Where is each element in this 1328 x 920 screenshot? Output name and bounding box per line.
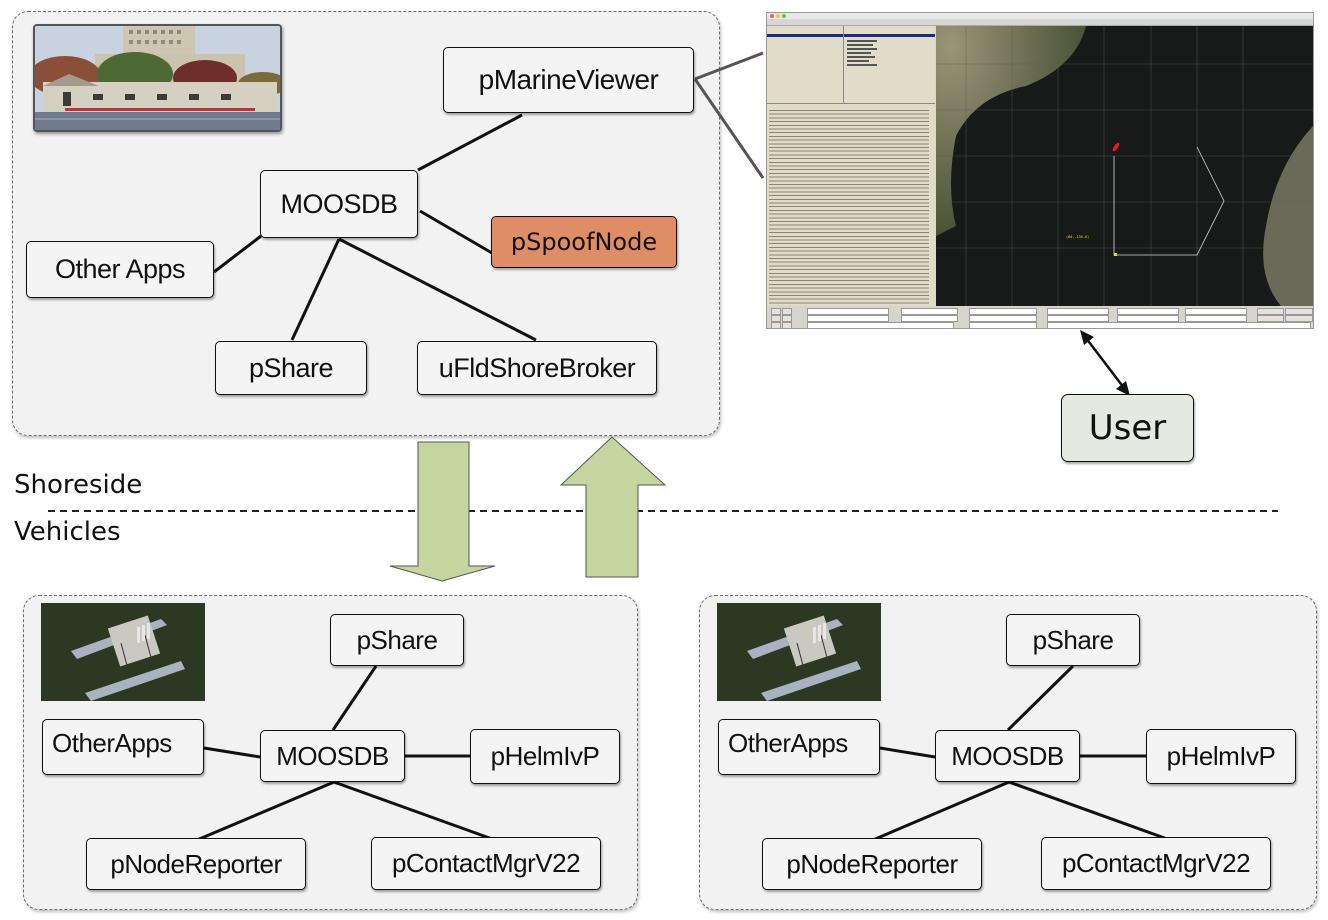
v1-node-moosdb: MOOSDB bbox=[260, 730, 405, 782]
app-list bbox=[844, 26, 935, 104]
node-moosdb-shoreside: MOOSDB bbox=[260, 170, 418, 238]
user-arrow-shaft bbox=[1085, 337, 1125, 389]
v1-node-otherapps: OtherApps bbox=[42, 719, 204, 775]
appcast-panel bbox=[767, 26, 935, 306]
map-label: (60,-135.6) bbox=[1066, 235, 1089, 239]
v2-node-pshare: pShare bbox=[1006, 614, 1140, 666]
menu-bar bbox=[767, 19, 1313, 26]
v1-node-phelmivp: pHelmIvP bbox=[470, 729, 620, 784]
survey-path bbox=[1113, 146, 1225, 256]
user-arrow-head-top bbox=[1080, 330, 1094, 345]
vehicle-marker bbox=[1112, 142, 1120, 152]
node-list bbox=[767, 26, 844, 104]
vehicle-photo-2 bbox=[717, 603, 881, 701]
shoreside-label: Shoreside bbox=[14, 470, 143, 500]
control-panel bbox=[767, 306, 1313, 328]
boathouse-photo bbox=[33, 24, 282, 132]
map-view: (60,-135.6) bbox=[936, 26, 1313, 306]
node-user: User bbox=[1061, 394, 1194, 462]
v2-node-moosdb: MOOSDB bbox=[935, 730, 1080, 782]
maximize-icon bbox=[782, 14, 786, 18]
vehicle-photo-1 bbox=[41, 603, 205, 701]
v1-node-pcontactmgrv22: pContactMgrV22 bbox=[371, 837, 601, 890]
arrow-down-shape bbox=[389, 441, 496, 582]
arrow-up-shape bbox=[559, 436, 667, 578]
pmarineviewer-screenshot: (60,-135.6) bbox=[766, 12, 1314, 329]
node-other-apps-shoreside: Other Apps bbox=[26, 241, 214, 298]
v1-node-pnodereporter: pNodeReporter bbox=[86, 838, 306, 890]
window-titlebar bbox=[767, 13, 1313, 19]
node-pshare-shoreside: pShare bbox=[215, 341, 367, 395]
v2-node-otherapps: OtherApps bbox=[718, 719, 880, 775]
report-text bbox=[769, 108, 929, 304]
v2-node-pcontactmgrv22: pContactMgrV22 bbox=[1041, 837, 1271, 890]
minimize-icon bbox=[776, 14, 780, 18]
node-ufldshorebroker: uFldShoreBroker bbox=[417, 341, 657, 395]
v2-node-pnodereporter: pNodeReporter bbox=[762, 838, 982, 890]
v1-node-pshare: pShare bbox=[330, 614, 464, 666]
node-pspoofnode: pSpoofNode bbox=[491, 216, 677, 268]
vehicles-label: Vehicles bbox=[14, 517, 121, 547]
close-icon bbox=[770, 14, 774, 18]
node-pmarineviewer: pMarineViewer bbox=[443, 47, 694, 113]
v2-node-phelmivp: pHelmIvP bbox=[1146, 729, 1296, 784]
